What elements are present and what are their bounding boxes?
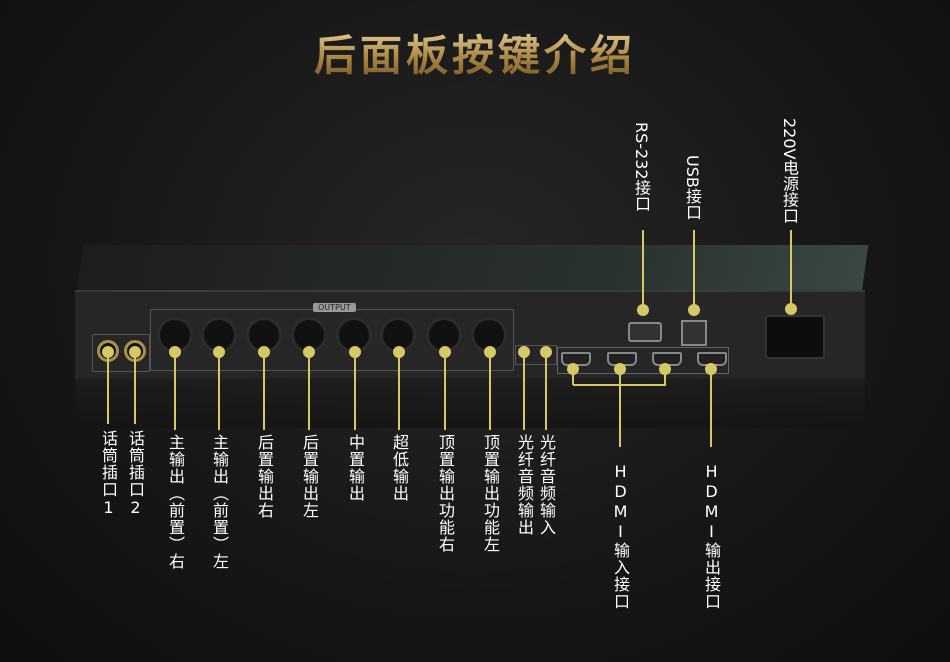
label-bottom-10: 光纤音频输出 bbox=[515, 434, 534, 536]
marker-usb bbox=[688, 304, 700, 316]
label-bottom-8: 顶置输出功能右 bbox=[436, 434, 455, 553]
label-bottom-11: 光纤音频输入 bbox=[537, 434, 556, 536]
label-hdmi-in: HDMI输入接口 bbox=[611, 462, 630, 610]
optical-ports bbox=[515, 345, 557, 365]
leader-line bbox=[444, 352, 446, 430]
leader-line bbox=[174, 352, 176, 430]
marker-power bbox=[785, 303, 797, 315]
label-bottom-4: 后置输出右 bbox=[255, 434, 274, 519]
power-socket bbox=[765, 315, 825, 359]
label-usb: USB接口 bbox=[683, 155, 702, 220]
leader-line bbox=[134, 352, 136, 424]
leader-line bbox=[107, 352, 109, 424]
label-bottom-2: 主输出（前置）右 bbox=[166, 434, 185, 570]
label-bottom-0: 话筒插口1 bbox=[99, 430, 118, 518]
label-hdmi-out: HDMI输出接口 bbox=[702, 462, 721, 610]
usb-port bbox=[681, 320, 707, 346]
leader-line bbox=[545, 352, 547, 430]
leader-line bbox=[398, 352, 400, 430]
label-power: 220V电源接口 bbox=[780, 118, 799, 224]
leader-line bbox=[218, 352, 220, 430]
device-reflection bbox=[75, 378, 865, 428]
output-badge: OUTPUT bbox=[313, 303, 356, 312]
rs232-port bbox=[628, 322, 662, 342]
leader-line bbox=[263, 352, 265, 430]
mic-group bbox=[92, 334, 150, 372]
label-bottom-6: 中置输出 bbox=[346, 434, 365, 502]
leader-line bbox=[489, 352, 491, 430]
label-bottom-3: 主输出（前置）左 bbox=[210, 434, 229, 570]
leader-line bbox=[523, 352, 525, 430]
leader-line bbox=[354, 352, 356, 430]
label-bottom-5: 后置输出左 bbox=[300, 434, 319, 519]
label-bottom-7: 超低输出 bbox=[390, 434, 409, 502]
label-rs232: RS-232接口 bbox=[632, 122, 651, 212]
page-title: 后面板按键介绍 bbox=[0, 22, 950, 83]
leader-line bbox=[308, 352, 310, 430]
label-bottom-9: 顶置输出功能左 bbox=[481, 434, 500, 553]
marker-rs232 bbox=[637, 304, 649, 316]
label-bottom-1: 话筒插口2 bbox=[126, 430, 145, 518]
device-top-surface bbox=[76, 245, 869, 293]
xlr-output-8 bbox=[471, 317, 507, 353]
hdmi-group bbox=[557, 347, 729, 374]
